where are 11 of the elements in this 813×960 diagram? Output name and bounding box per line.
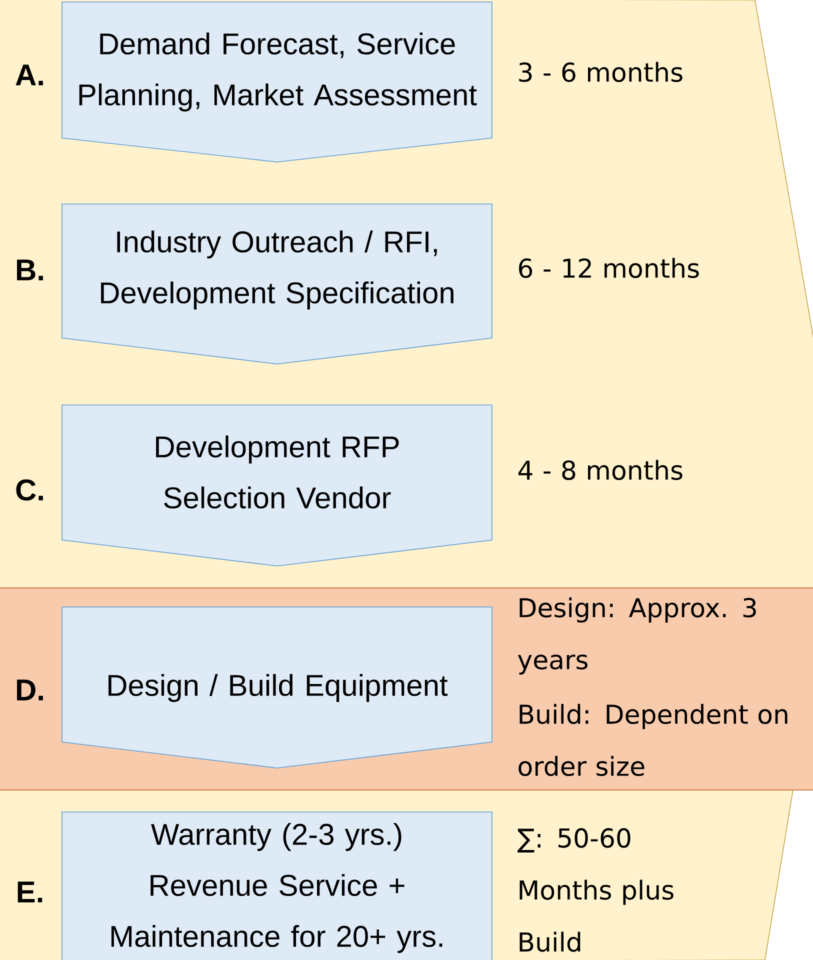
duration-text: 3 - 6 months [519, 62, 682, 82]
duration-text: Build: Dependent on order size [518, 704, 788, 776]
step-letter: A. [16, 64, 43, 86]
duration-text: ∑: 50-60 Months plus Build [518, 828, 674, 952]
step-letter: D. [17, 680, 43, 700]
step-letter: E. [18, 882, 42, 902]
duration-text: 6 - 12 months [519, 258, 699, 278]
duration-text: 4 - 8 months [518, 460, 682, 480]
step-letter: C. [16, 479, 43, 501]
duration-text: Design: Approx. 3 years [518, 597, 756, 675]
step-letter: B. [17, 260, 43, 280]
